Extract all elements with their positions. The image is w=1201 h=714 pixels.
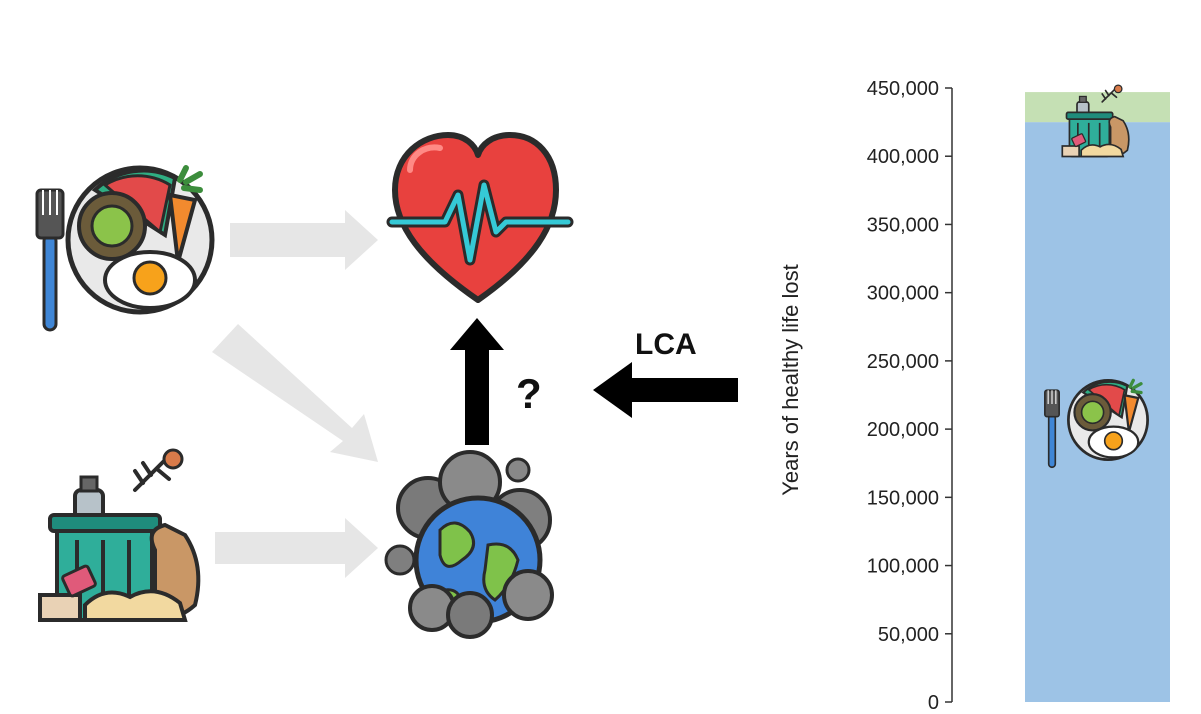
- heart-rate-icon: [386, 132, 574, 303]
- chart-y-tick-label: 150,000: [867, 487, 939, 509]
- arrow-environment-to-health: [450, 318, 504, 445]
- arrow-diet-to-health: [230, 210, 378, 270]
- food-waste-icon: [38, 448, 201, 622]
- arrow-diet-to-environment: [212, 324, 378, 462]
- polluted-earth-icon: [384, 450, 554, 639]
- years-life-lost-chart: Years of healthy life lost 0 50,000 100,00…: [778, 78, 1170, 714]
- chart-y-tick-label: 0: [928, 692, 939, 714]
- chart-y-tick-label: 450,000: [867, 78, 939, 100]
- chart-y-axis-title: Years of healthy life lost: [778, 264, 803, 496]
- arrow-waste-to-environment: [215, 518, 378, 578]
- question-mark-label: ?: [516, 370, 542, 417]
- chart-y-ticks: 0 50,000 100,000 150,000 200,000 250,000 300,0…: [867, 78, 952, 714]
- arrow-lca-to-environment: [593, 362, 738, 418]
- chart-y-tick-label: 350,000: [867, 214, 939, 236]
- chart-y-tick-label: 400,000: [867, 146, 939, 168]
- chart-y-tick-label: 300,000: [867, 283, 939, 305]
- chart-y-tick-label: 100,000: [867, 556, 939, 578]
- lca-label: LCA: [635, 328, 697, 361]
- chart-y-tick-label: 200,000: [867, 419, 939, 441]
- food-plate-icon: [35, 168, 212, 332]
- chart-y-tick-label: 50,000: [878, 624, 939, 646]
- chart-y-tick-label: 250,000: [867, 351, 939, 373]
